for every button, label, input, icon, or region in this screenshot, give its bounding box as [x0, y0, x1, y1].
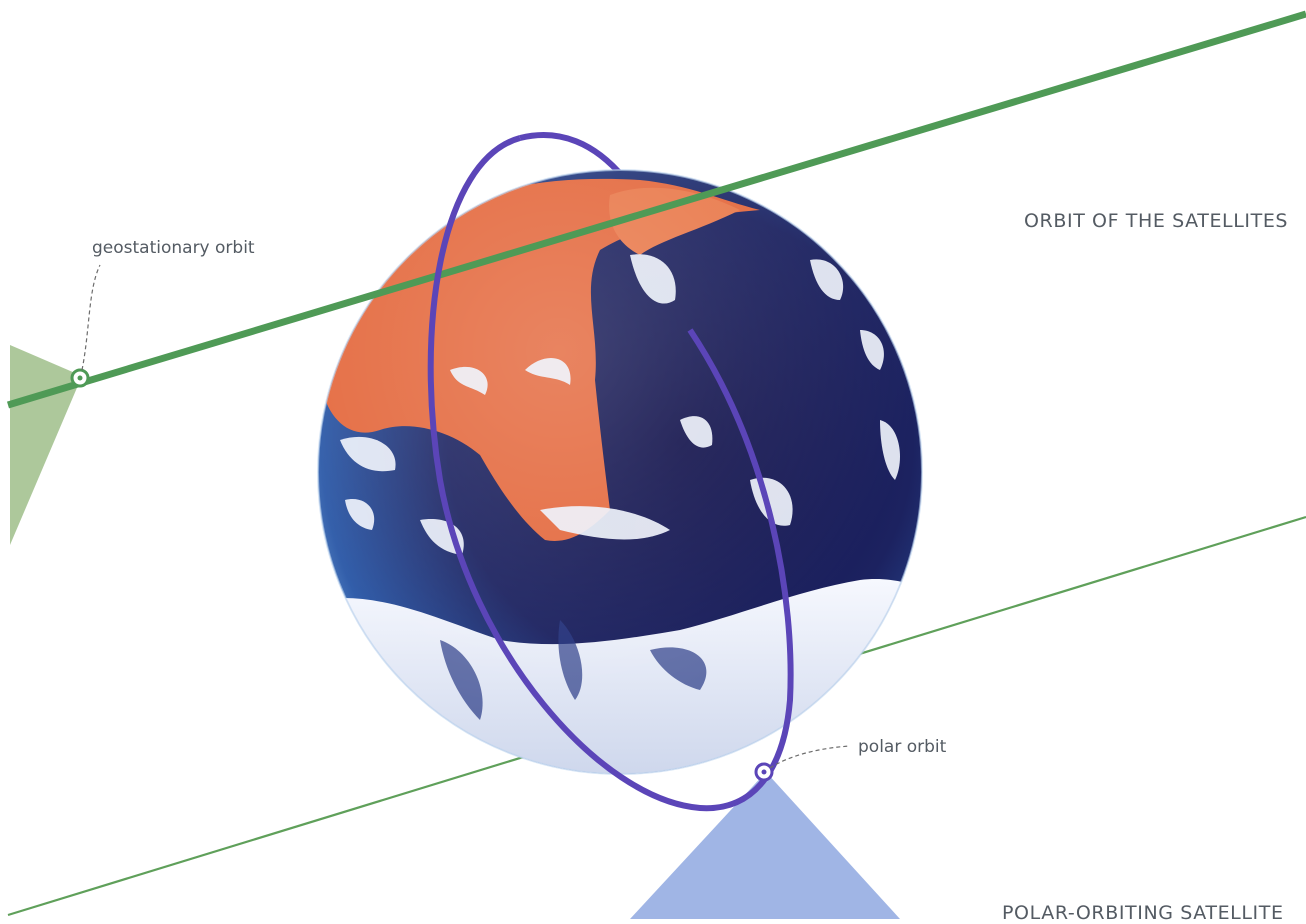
polar-orbit-front	[427, 135, 794, 812]
geostationary-orbit-line	[6, 10, 1306, 409]
orbit-of-satellites-heading: ORBIT OF THE SATELLITES	[1024, 210, 1289, 232]
polar-satellite-icon	[754, 762, 774, 782]
geostationary-beam	[10, 345, 82, 545]
polar-beam	[630, 772, 900, 919]
geostationary-orbit-label: geostationary orbit	[92, 238, 255, 258]
earth-globe-icon	[317, 169, 923, 775]
polar-leader-line	[769, 745, 851, 769]
geostationary-leader-line	[81, 264, 101, 371]
geostationary-satellite-icon	[70, 368, 90, 388]
polar-orbit-label: polar orbit	[858, 737, 947, 757]
polar-orbiting-satellite-heading: POLAR-ORBITING SATELLITE	[1002, 902, 1284, 924]
